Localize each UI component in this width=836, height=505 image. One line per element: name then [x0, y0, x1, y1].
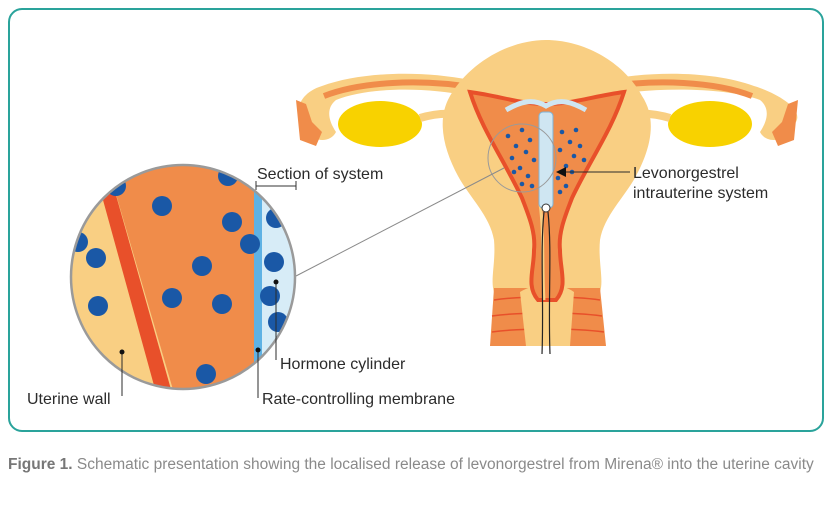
magnified-section [69, 163, 297, 391]
figure-caption: Figure 1. Schematic presentation showing… [8, 455, 828, 475]
levonorgestrel-label-line1: Levonorgestrel [633, 165, 739, 182]
pointer-dots [119, 279, 279, 355]
uterus-illustration [296, 40, 798, 355]
arrowhead [556, 167, 566, 177]
section-bracket [255, 181, 297, 190]
caption-text: Schematic presentation showing the local… [72, 456, 814, 473]
magnifier-connector [295, 167, 505, 277]
ius-device [504, 99, 588, 355]
levonorgestrel-label-line2: intrauterine system [633, 185, 768, 202]
pointer-lines [121, 171, 630, 398]
left-ovary [338, 101, 422, 147]
rate-membrane-label: Rate-controlling membrane [262, 391, 455, 408]
right-fallopian-tube [606, 73, 798, 140]
right-ovary [668, 101, 752, 147]
cavity-hormone-dots [505, 127, 587, 195]
section-of-system-label: Section of system [257, 166, 383, 183]
hormone-cylinder-label: Hormone cylinder [280, 356, 406, 373]
uterine-wall-label: Uterine wall [27, 391, 111, 408]
section-indicator-circle [487, 123, 557, 193]
caption-label: Figure 1. [8, 456, 73, 473]
